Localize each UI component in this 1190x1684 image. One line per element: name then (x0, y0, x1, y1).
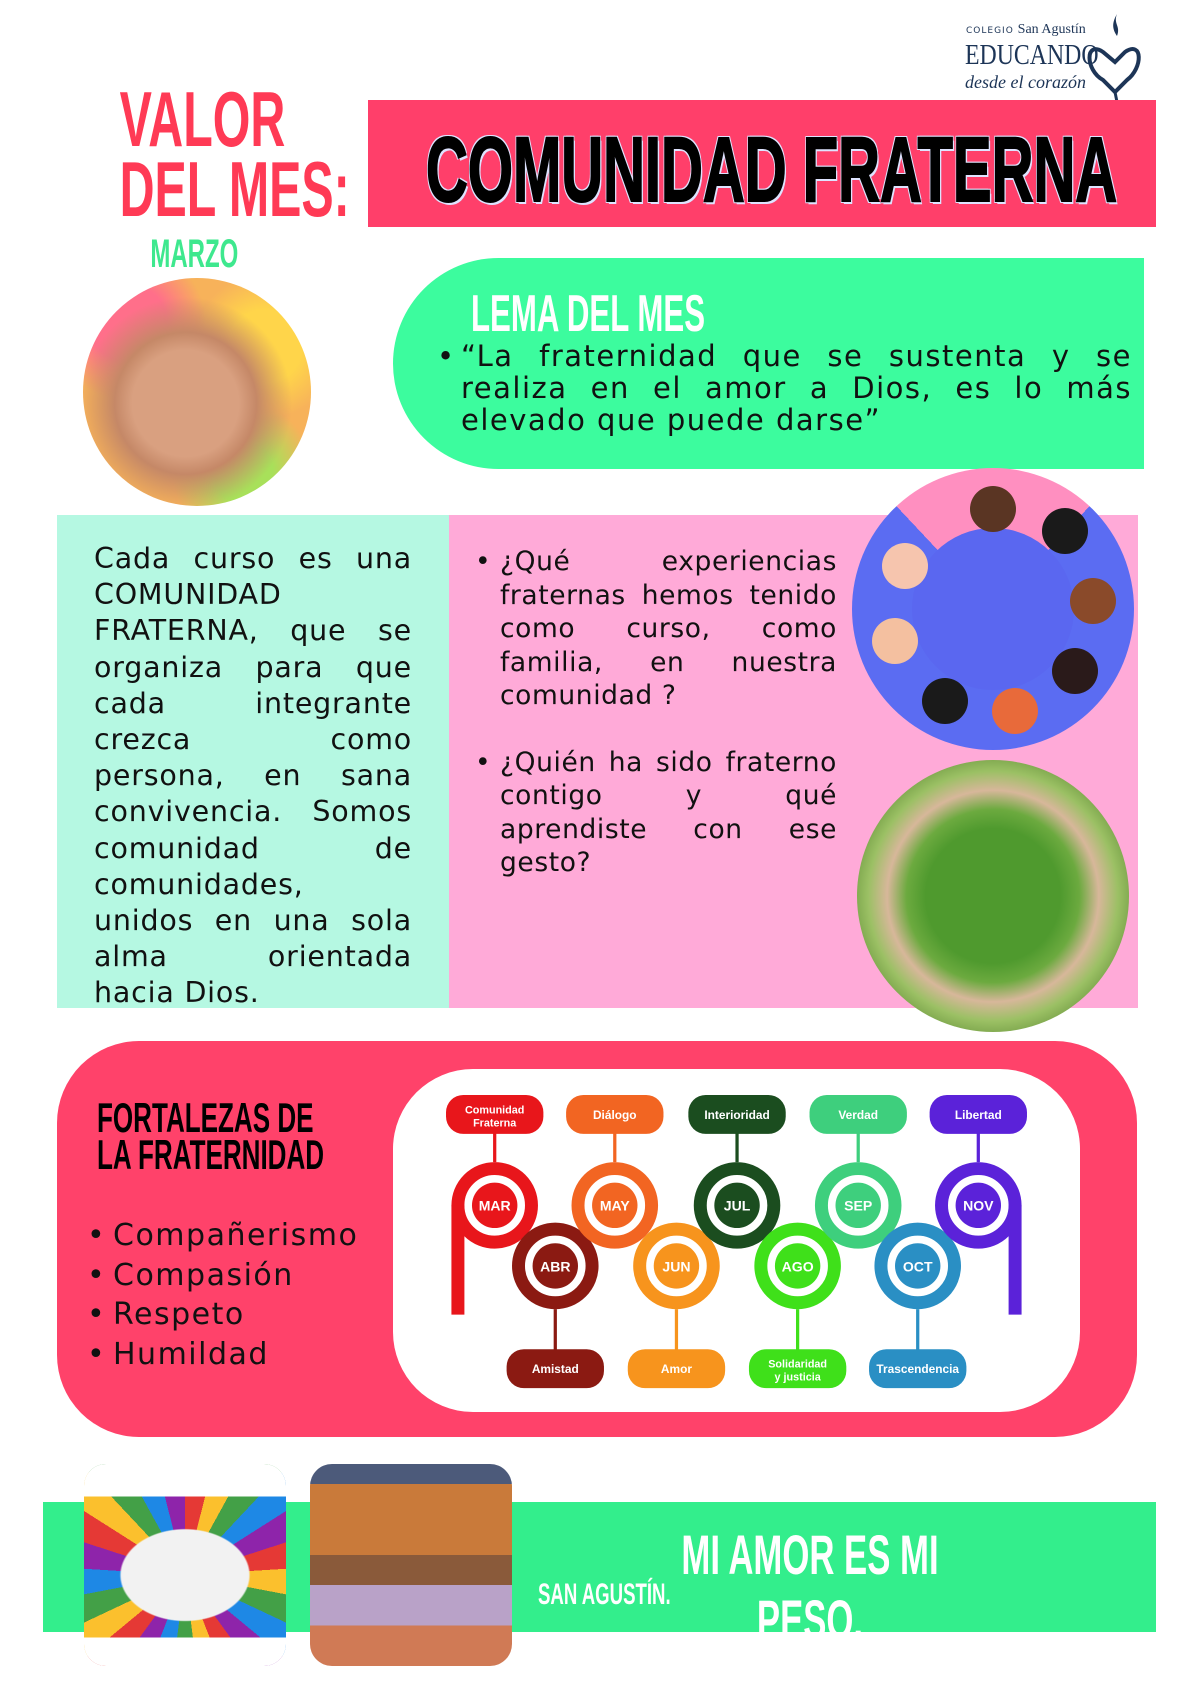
lema-box: LEMA DEL MES “La fraternidad que se sust… (393, 258, 1144, 469)
month-ring (693, 1162, 781, 1249)
value-pill (869, 1349, 967, 1389)
month-label: NOV (963, 1198, 994, 1214)
footer-quote: MI AMOR ES MI PESO. (540, 1522, 1080, 1652)
value-label: Trascendencia (876, 1362, 959, 1376)
month-label: AGO (782, 1258, 814, 1274)
value-label: Verdad (838, 1108, 878, 1122)
month-label: JUN (662, 1258, 690, 1274)
fortalezas-heading-2: LA FRATERNIDAD (97, 1131, 325, 1178)
footer-author: SAN AGUSTÍN. (538, 1578, 752, 1612)
fortaleza-item: Humildad (87, 1335, 358, 1375)
value-label: Fraterna (473, 1117, 517, 1129)
month-circle (471, 1182, 518, 1229)
month-circle (532, 1243, 579, 1289)
month-label: MARZO (74, 232, 314, 277)
month-circle (835, 1182, 881, 1229)
title-banner: COMUNIDAD FRATERNA (368, 100, 1156, 227)
month-label: ABR (540, 1258, 570, 1274)
month-ring (874, 1222, 961, 1310)
lema-quote: “La fraternidad que se sustenta y se rea… (437, 340, 1132, 436)
value-label: y justicia (775, 1372, 822, 1384)
school-logo: COLEGIO San Agustín EDUCANDO desde el co… (963, 12, 1153, 102)
valor-del-mes-heading: VALOR DEL MES: (74, 75, 350, 233)
month-ring (633, 1222, 720, 1310)
value-pill (809, 1094, 907, 1134)
value-pill (929, 1094, 1027, 1134)
heart-flame-icon (1087, 14, 1141, 102)
month-label: MAR (479, 1198, 511, 1214)
month-ring (571, 1162, 659, 1249)
paper-people-ring-image (84, 1464, 286, 1666)
month-circle (894, 1243, 941, 1289)
timeline-item-oct: OCT Trascendencia (869, 1222, 967, 1389)
hands-together-photo (83, 278, 311, 506)
value-label: Diálogo (593, 1108, 637, 1122)
month-circle (955, 1182, 1002, 1229)
month-circle (774, 1243, 821, 1289)
valor-line-2: DEL MES: (119, 145, 350, 233)
value-pill (566, 1094, 664, 1134)
month-label: SEP (844, 1198, 872, 1214)
people-circle-illustration (852, 468, 1134, 750)
month-text: MARZO (150, 232, 238, 276)
timeline-item-jul: JUL Interioridad (688, 1094, 786, 1249)
month-ring (814, 1162, 902, 1249)
fortaleza-item: Compasión (87, 1256, 358, 1296)
hands-on-grass-photo (857, 760, 1129, 1032)
value-pill (446, 1094, 544, 1134)
value-label: Solidaridad (768, 1359, 827, 1371)
month-circle (714, 1182, 760, 1229)
month-ring (754, 1222, 841, 1310)
value-pill (506, 1349, 604, 1389)
logo-school: San Agustín (1017, 22, 1086, 37)
value-label: Interioridad (704, 1108, 769, 1122)
footer-quote-text: MI AMOR ES MI PESO. (681, 1523, 939, 1651)
month-label: MAY (600, 1198, 631, 1214)
page-title: COMUNIDAD FRATERNA (425, 118, 1118, 222)
value-pill (627, 1349, 726, 1389)
timeline-item-sep: SEP Verdad (809, 1094, 907, 1249)
value-label: Amor (661, 1362, 692, 1376)
value-label: Amistad (532, 1362, 579, 1376)
month-label: JUL (724, 1198, 751, 1214)
fortaleza-item: Compañerismo (87, 1216, 358, 1256)
logo-colegio: COLEGIO (966, 26, 1014, 36)
timeline-item-abr: ABR Amistad (506, 1222, 604, 1389)
month-circle (653, 1243, 700, 1289)
fortaleza-item: Respeto (87, 1295, 358, 1335)
value-pill (748, 1349, 847, 1389)
month-circle (592, 1182, 638, 1229)
logo-script: desde el corazón (965, 72, 1086, 92)
crowd-painting-image (310, 1464, 512, 1666)
lema-heading: LEMA DEL MES (471, 285, 706, 343)
question-2: ¿Quién ha sido fraterno contigo y qué ap… (475, 746, 837, 880)
logo-main: EDUCANDO (965, 40, 1099, 71)
value-label: Libertad (955, 1108, 1002, 1122)
timeline-item-jun: JUN Amor (627, 1222, 726, 1389)
month-label: OCT (903, 1258, 933, 1274)
fortalezas-heading-1: FORTALEZAS DE (97, 1094, 314, 1141)
value-label: Comunidad (465, 1104, 524, 1116)
footer-author-text: SAN AGUSTÍN. (538, 1578, 671, 1611)
valor-line-1: VALOR (119, 75, 286, 163)
description-text: Cada curso es una COMUNIDAD FRATERNA, qu… (94, 542, 412, 1010)
description-panel: Cada curso es una COMUNIDAD FRATERNA, qu… (57, 515, 449, 1009)
value-pill (688, 1094, 786, 1134)
timeline-item-may: MAY Diálogo (566, 1094, 664, 1249)
question-1: ¿Qué experiencias fraternas hemos tenido… (475, 545, 837, 713)
month-ring (512, 1222, 599, 1310)
